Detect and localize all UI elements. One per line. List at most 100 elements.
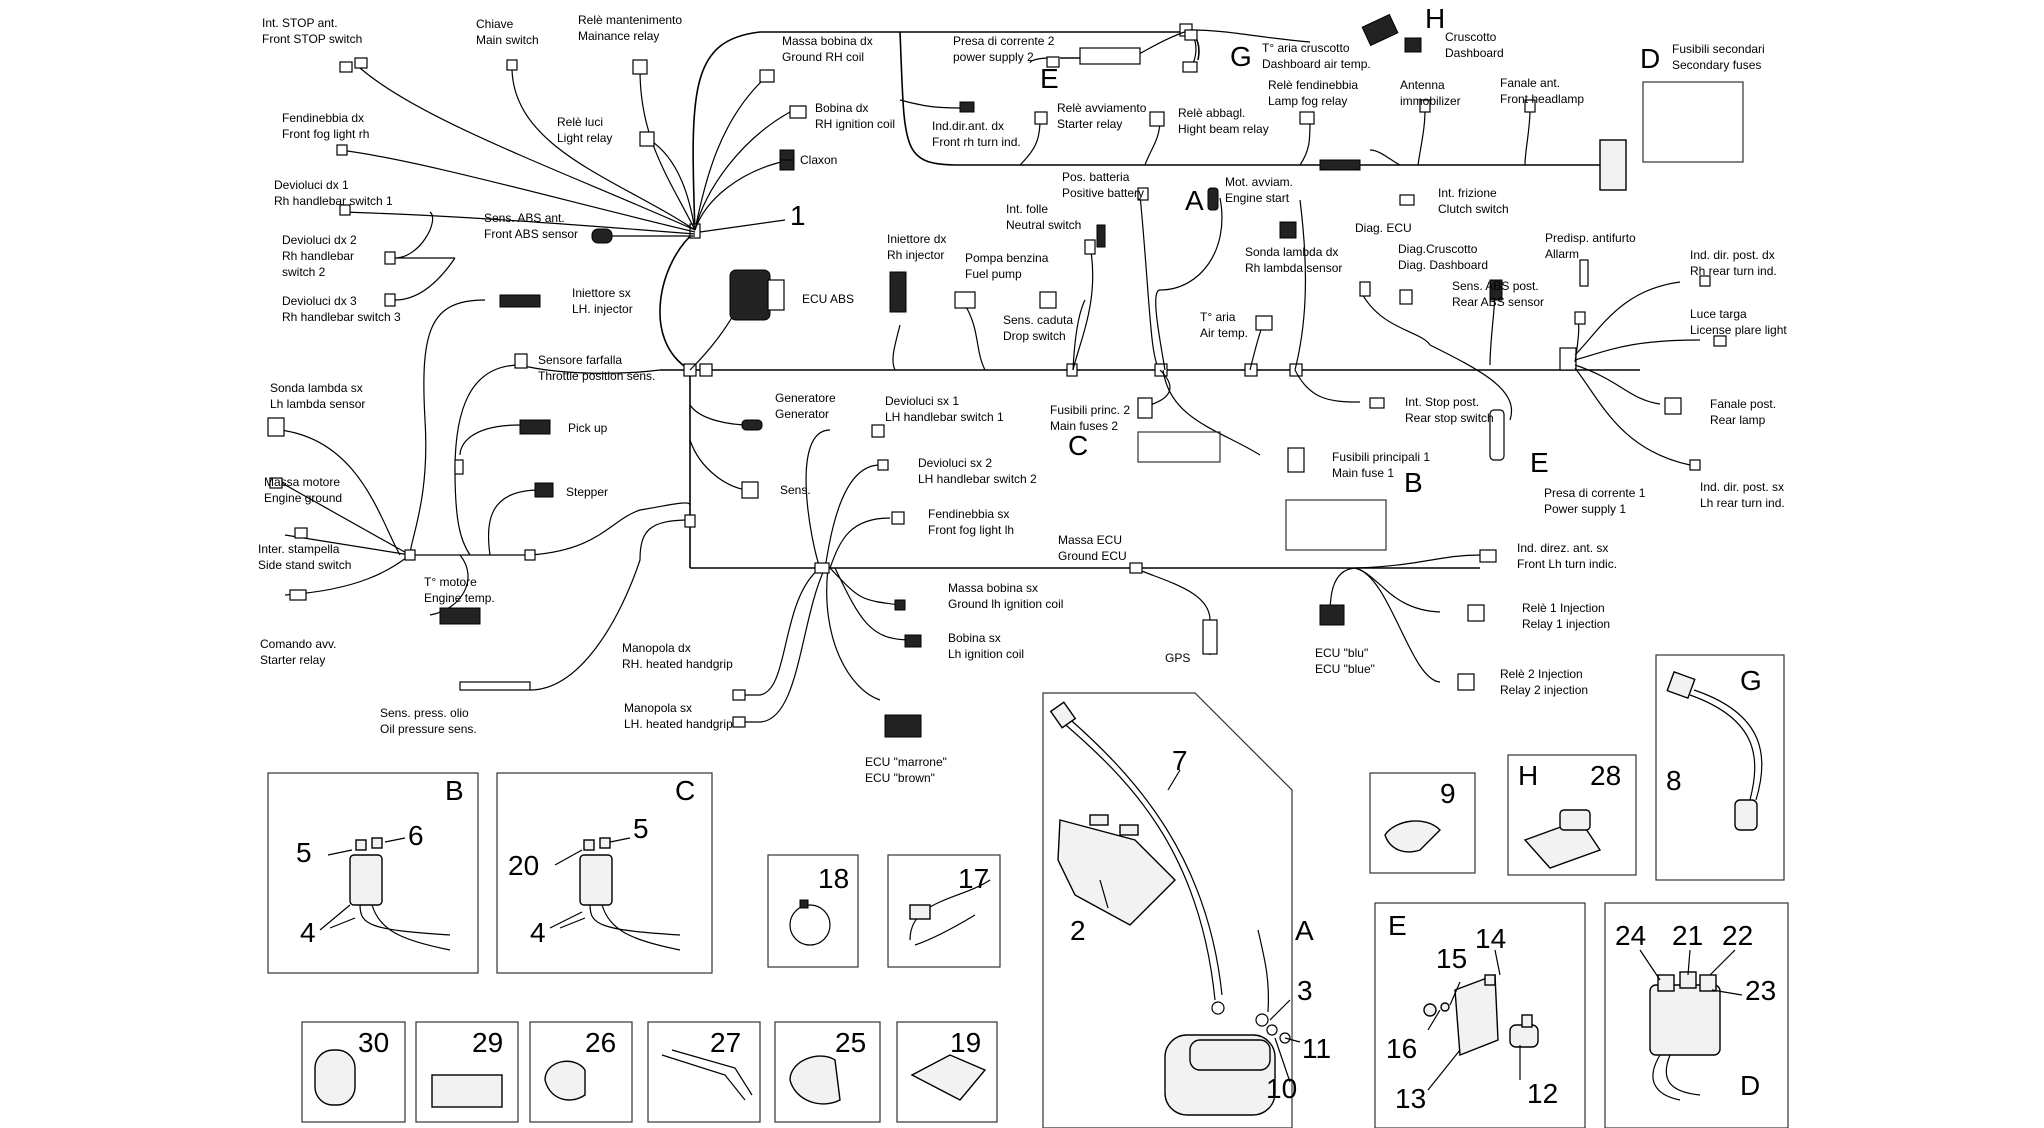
detail-box-26 bbox=[529, 1021, 633, 1123]
label-lh-sw2-1: Devioluci sx 2 bbox=[918, 456, 992, 470]
power-supply-1-socket bbox=[1489, 409, 1505, 461]
svg-text:Front ABS sensor: Front ABS sensor bbox=[484, 227, 578, 241]
label-ground-ecu-1: Massa ECU bbox=[1058, 533, 1122, 547]
svg-text:LH handlebar switch 2: LH handlebar switch 2 bbox=[918, 472, 1037, 486]
label-lh-ign-coil-1: Bobina sx bbox=[948, 631, 1001, 645]
detail-box-B bbox=[267, 772, 479, 974]
label-ground-ecu-2: Ground ECU bbox=[1058, 549, 1127, 563]
svg-text:25: 25 bbox=[835, 1027, 866, 1058]
svg-text:Mot. avviam.: Mot. avviam. bbox=[1225, 175, 1293, 189]
svg-text:28: 28 bbox=[1590, 760, 1621, 791]
svg-text:Engine ground: Engine ground bbox=[264, 491, 342, 505]
callout-18: 18 bbox=[818, 863, 849, 894]
svg-text:1: 1 bbox=[790, 200, 806, 231]
svg-text:29: 29 bbox=[472, 1027, 503, 1058]
label-fog-lh-1: Fendinebbia sx bbox=[928, 507, 1009, 521]
detail-box-G bbox=[1655, 654, 1785, 881]
svg-text:Int. folle: Int. folle bbox=[1006, 202, 1048, 216]
label-rh-sw2-3: switch 2 bbox=[282, 265, 326, 279]
letter-H-box: H bbox=[1518, 760, 1538, 791]
label-rear-stop-2: Rear stop switch bbox=[1405, 411, 1494, 425]
svg-text:Engine temp.: Engine temp. bbox=[424, 591, 495, 605]
component-symbols bbox=[267, 13, 1744, 738]
detail-box-30 bbox=[301, 1021, 406, 1123]
label-neutral-2: Neutral switch bbox=[1006, 218, 1081, 232]
label-abs-rear-1: Sens. ABS post. bbox=[1452, 279, 1539, 293]
svg-text:ECU "blu": ECU "blu" bbox=[1315, 646, 1368, 660]
svg-text:Dashboard air temp.: Dashboard air temp. bbox=[1262, 57, 1371, 71]
label-ground-lh-coil-2: Ground lh ignition coil bbox=[948, 597, 1063, 611]
label-main-switch-1: Chiave bbox=[476, 17, 514, 31]
label-engine-temp-1: T° motore bbox=[424, 575, 477, 589]
fuse-box-small bbox=[1599, 139, 1627, 191]
label-dashboard-2: Dashboard bbox=[1445, 46, 1504, 60]
svg-text:Sens. caduta: Sens. caduta bbox=[1003, 313, 1073, 327]
svg-text:C: C bbox=[675, 775, 695, 806]
callout-19: 19 bbox=[950, 1027, 981, 1058]
detail-box-19 bbox=[896, 1021, 998, 1123]
letter-C-main: C bbox=[1068, 430, 1088, 461]
label-abs-front-1: Sens. ABS ant. bbox=[484, 211, 565, 225]
svg-text:Starter relay: Starter relay bbox=[1057, 117, 1122, 131]
label-rh-ign-coil-2: RH ignition coil bbox=[815, 117, 895, 131]
svg-text:Side stand switch: Side stand switch bbox=[258, 558, 351, 572]
label-sens: Sens. bbox=[780, 483, 811, 497]
svg-text:Fanale post.: Fanale post. bbox=[1710, 397, 1776, 411]
svg-text:Oil pressure sens.: Oil pressure sens. bbox=[380, 722, 477, 736]
svg-text:Sonda lambda sx: Sonda lambda sx bbox=[270, 381, 363, 395]
label-engine-ground-1: Massa motore bbox=[264, 475, 340, 489]
svg-text:Ground RH coil: Ground RH coil bbox=[782, 50, 864, 64]
svg-text:Ind. direz. ant. sx: Ind. direz. ant. sx bbox=[1517, 541, 1608, 555]
label-pos-battery-2: Positive battery bbox=[1062, 186, 1144, 200]
label-front-headlamp-2: Front headlamp bbox=[1500, 92, 1584, 106]
svg-text:Relè fendinebbia: Relè fendinebbia bbox=[1268, 78, 1358, 92]
svg-text:Clutch switch: Clutch switch bbox=[1438, 202, 1509, 216]
svg-text:T° aria: T° aria bbox=[1200, 310, 1236, 324]
label-engine-temp-2: Engine temp. bbox=[424, 591, 495, 605]
label-main-fuse1-1: Fusibili principali 1 bbox=[1332, 450, 1430, 464]
label-ecu-brown-1: ECU "marrone" bbox=[865, 755, 947, 769]
svg-text:13: 13 bbox=[1395, 1083, 1426, 1114]
label-ecu-blue-1: ECU "blu" bbox=[1315, 646, 1368, 660]
svg-text:Devioluci sx 2: Devioluci sx 2 bbox=[918, 456, 992, 470]
svg-text:switch 2: switch 2 bbox=[282, 265, 326, 279]
svg-text:19: 19 bbox=[950, 1027, 981, 1058]
label-relay1-inj-1: Relè 1 Injection bbox=[1522, 601, 1605, 615]
label-lamp-fog-relay-1: Relè fendinebbia bbox=[1268, 78, 1358, 92]
svg-text:G: G bbox=[1230, 41, 1252, 72]
label-power-supply1-2: Power supply 1 bbox=[1544, 502, 1626, 516]
svg-text:Fuel pump: Fuel pump bbox=[965, 267, 1022, 281]
label-immobilizer-2: immobilizer bbox=[1400, 94, 1461, 108]
svg-text:Int. STOP ant.: Int. STOP ant. bbox=[262, 16, 338, 30]
label-relay1-inj-2: Relay 1 injection bbox=[1522, 617, 1610, 631]
label-air-temp-2: Air temp. bbox=[1200, 326, 1248, 340]
svg-text:Iniettore sx: Iniettore sx bbox=[572, 286, 631, 300]
callout-16: 16 bbox=[1386, 1033, 1417, 1064]
svg-text:ECU "marrone": ECU "marrone" bbox=[865, 755, 947, 769]
label-immobilizer-1: Antenna bbox=[1400, 78, 1445, 92]
svg-text:Manopola dx: Manopola dx bbox=[622, 641, 691, 655]
label-high-beam-2: Hight beam relay bbox=[1178, 122, 1269, 136]
svg-text:Stepper: Stepper bbox=[566, 485, 608, 499]
svg-text:Lamp fog relay: Lamp fog relay bbox=[1268, 94, 1347, 108]
svg-text:Claxon: Claxon bbox=[800, 153, 837, 167]
svg-text:5: 5 bbox=[296, 837, 312, 868]
label-ground-rh-coil-1: Massa bobina dx bbox=[782, 34, 873, 48]
label-rh-grip-1: Manopola dx bbox=[622, 641, 691, 655]
letter-B-box: B bbox=[445, 775, 464, 806]
svg-text:Lh ignition coil: Lh ignition coil bbox=[948, 647, 1024, 661]
label-rear-stop-1: Int. Stop post. bbox=[1405, 395, 1479, 409]
svg-text:Int. frizione: Int. frizione bbox=[1438, 186, 1497, 200]
svg-text:Main fuse 1: Main fuse 1 bbox=[1332, 466, 1394, 480]
callout-28: 28 bbox=[1590, 760, 1621, 791]
svg-text:Sens.: Sens. bbox=[780, 483, 811, 497]
svg-text:12: 12 bbox=[1527, 1078, 1558, 1109]
svg-text:7: 7 bbox=[1172, 745, 1188, 776]
label-rear-lamp-2: Rear lamp bbox=[1710, 413, 1766, 427]
label-power-supply1-1: Presa di corrente 1 bbox=[1544, 486, 1646, 500]
svg-text:Main switch: Main switch bbox=[476, 33, 539, 47]
svg-text:Rh rear turn ind.: Rh rear turn ind. bbox=[1690, 264, 1777, 278]
svg-text:D: D bbox=[1640, 43, 1660, 74]
svg-text:24: 24 bbox=[1615, 920, 1646, 951]
svg-text:E: E bbox=[1040, 63, 1059, 94]
